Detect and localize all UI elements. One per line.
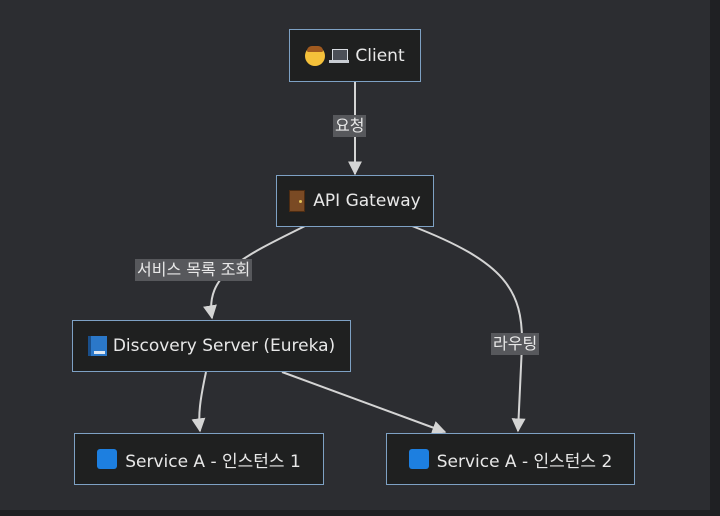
- discovery-server-node-label: Discovery Server (Eureka): [112, 336, 336, 356]
- canvas-edge-right: [710, 0, 720, 516]
- service-a-instance-1-label: Service A - 인스턴스 1: [125, 451, 301, 472]
- edge-discovery-service1: [191, 371, 207, 433]
- edge-label-lookup: 서비스 목록 조회: [135, 259, 253, 281]
- api-gateway-node-label: API Gateway: [313, 191, 421, 211]
- service-a-instance-2-node[interactable]: Service A - 인스턴스 2: [386, 433, 635, 485]
- blue-square-icon: [97, 449, 118, 469]
- client-node-label: Client: [355, 45, 405, 66]
- api-gateway-node[interactable]: API Gateway: [276, 175, 434, 227]
- blue-square-icon: [408, 449, 429, 469]
- edge-label-routing: 라우팅: [491, 333, 540, 355]
- edge-discovery-service2: [281, 371, 447, 435]
- service-a-instance-1-node[interactable]: Service A - 인스턴스 1: [74, 433, 324, 485]
- door-icon: [289, 190, 306, 212]
- person-face-icon: [305, 45, 326, 66]
- laptop-icon: [329, 48, 350, 64]
- service-a-instance-2-label: Service A - 인스턴스 2: [436, 451, 613, 472]
- blue-book-icon: [87, 336, 107, 356]
- discovery-server-node[interactable]: Discovery Server (Eureka): [72, 320, 351, 372]
- client-node[interactable]: Client: [289, 29, 421, 82]
- canvas-edge-bottom: [0, 510, 720, 516]
- edge-label-request: 요청: [333, 115, 367, 137]
- edge-gateway-service2: [411, 225, 526, 433]
